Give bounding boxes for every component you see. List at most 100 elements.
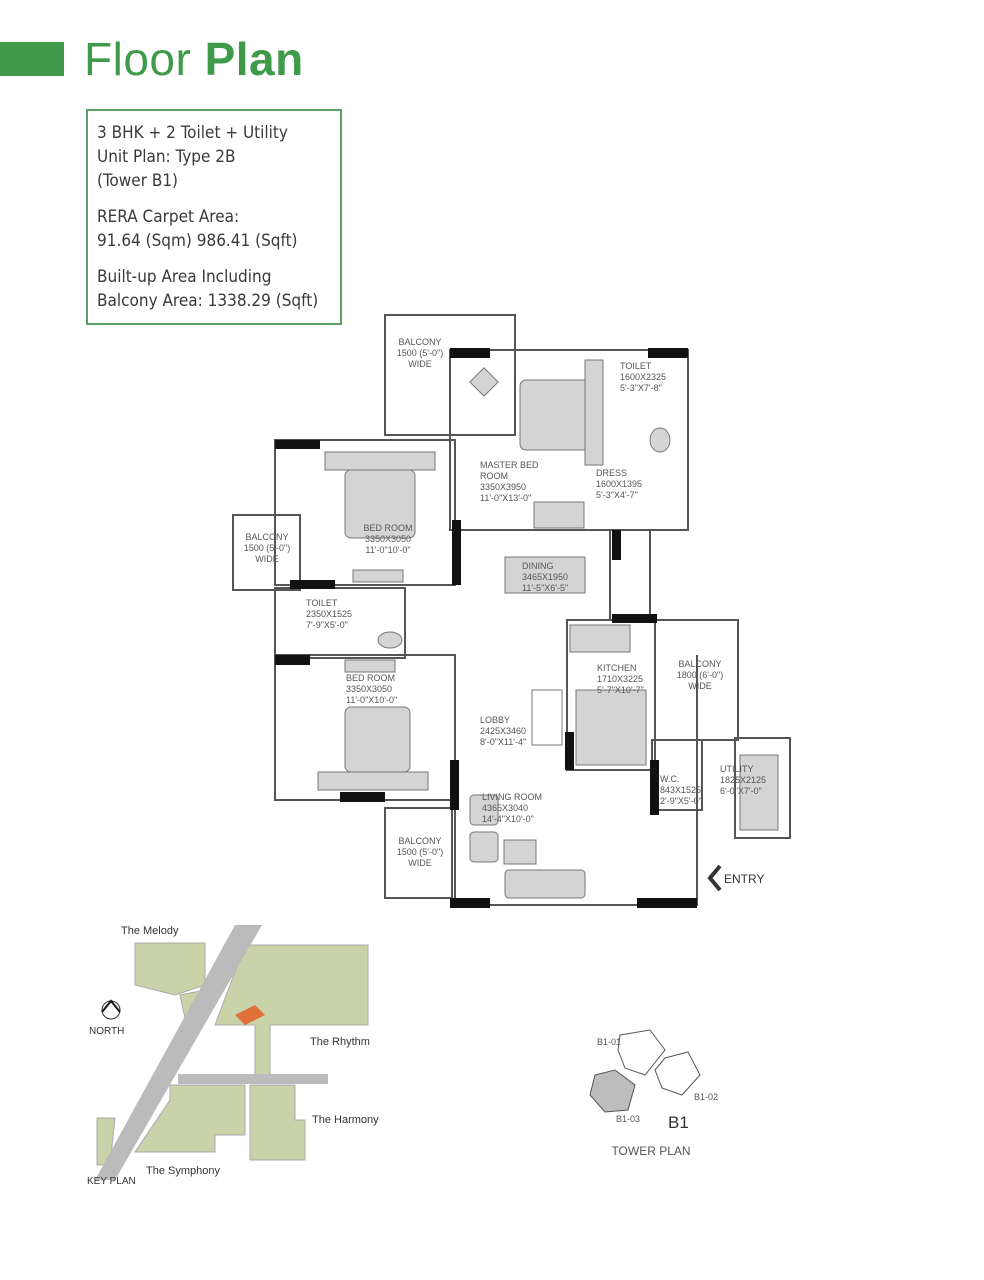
kitchen-counter-sink [575,689,647,766]
room-label-line: BALCONY [398,337,441,347]
room-label-line: TOILET [306,598,338,608]
room-label-line: BED ROOM [346,673,395,683]
armchair [469,367,499,397]
dining-table [504,556,586,594]
unit-tower: (Tower B1) [97,171,179,191]
bed-room-2-bed [344,706,411,773]
room-label-line: 8'-0"X11'-4" [480,737,526,747]
room-label-line: WIDE [255,554,279,564]
washbasin [649,427,671,453]
room-label-line: 5'-7"X10'-7" [597,685,644,695]
rera-value: 91.64 (Sqm) 986.41 (Sqft) [97,231,298,251]
header-accent-bar [0,42,64,76]
room-label-line: 3350X3950 [480,482,526,492]
bedside-unit [584,359,604,466]
room-label-line: 11'-0"X10'-0" [346,695,397,705]
key-plan-highlight [235,1005,265,1025]
room-label-line: LOBBY [480,715,510,725]
room-label-line: 1710X3225 [597,674,643,684]
entry-arrow-icon [707,864,722,892]
lounge-chair [469,831,499,863]
room-label-line: 3350X3050 [365,534,411,544]
unit-plan: Unit Plan: Type 2B [97,147,236,167]
furniture [317,359,779,899]
room-label-line: 1500 (5'-0") [244,543,290,553]
tower-plan: B1-01 B1-02 B1-03 B1 TOWER PLAN [589,1029,718,1158]
room-label-line: DRESS [596,468,627,478]
room-label-line: DINING [522,561,554,571]
builtup-value: Balcony Area: 1338.29 (Sqft) [97,291,319,311]
room-label-line: 1825X2125 [720,775,766,785]
room-label-line: 1800 (6'-0") [677,670,723,680]
room-label-line: 1600X1395 [596,479,642,489]
rera-label: RERA Carpet Area: [97,207,240,227]
room-label-line: WIDE [408,359,432,369]
sofa [504,869,586,899]
room-label-line: 3350X3050 [346,684,392,694]
room-label-line: 3465X1950 [522,572,568,582]
entry-label: ENTRY [724,872,764,886]
room-label-line: LIVING ROOM [482,792,542,802]
tower-name: B1 [668,1113,689,1132]
bedside-unit [324,451,436,471]
room-label-line: W.C. [660,774,680,784]
room-label-line: 4365X3040 [482,803,528,813]
key-plan-title: KEY PLAN [87,1176,136,1187]
page-title: Floor Plan [84,32,304,86]
lounge-chair [469,794,499,826]
wardrobe [344,659,396,673]
room-label-line: 11'-5"X6'-5" [522,583,568,593]
lobby-console [531,689,563,746]
room-label-line: 843X1525 [660,785,701,795]
room-label-line: 11'-0"10'-0" [365,545,410,555]
room-label-line: 11'-0"X13'-0" [480,493,531,503]
wardrobe [352,569,404,583]
washbasin [377,631,403,649]
room-label-line: BALCONY [245,532,288,542]
builtup-label: Built-up Area Including [97,267,272,287]
coffee-table [503,839,537,865]
room-label-line: WIDE [408,858,432,868]
room-label-line: BED ROOM [363,523,412,533]
room-label-line: 2350X1525 [306,609,352,619]
room-label-line: WIDE [688,681,712,691]
room-label-line: 1500 (5'-0") [397,847,443,857]
room-label-line: 14'-4"X10'-0" [482,814,534,824]
key-plan: The Melody The Rhythm The Harmony The Sy… [87,925,379,1187]
room-label-line: 1500 (5'-0") [397,348,443,358]
utility-counter [739,754,779,831]
room-label-line: TOILET [620,361,652,371]
north-label: NORTH [89,1026,124,1037]
unit-b1-02: B1-02 [694,1092,718,1102]
unit-b1-01: B1-01 [597,1037,621,1047]
key-label-melody: The Melody [121,925,179,937]
title-light: Floor [84,33,205,85]
room-label-line: KITCHEN [597,663,637,673]
room-label-line: 5'-3"X4'-7" [596,490,638,500]
key-label-harmony: The Harmony [312,1114,379,1126]
room-label-line: BALCONY [678,659,721,669]
title-bold: Plan [204,33,304,85]
bedside-unit [317,771,429,791]
room-label-line: 7'-9"X5'-0" [306,620,348,630]
unit-config: 3 BHK + 2 Toilet + Utility [97,123,288,143]
room-label-line: ROOM [480,471,508,481]
